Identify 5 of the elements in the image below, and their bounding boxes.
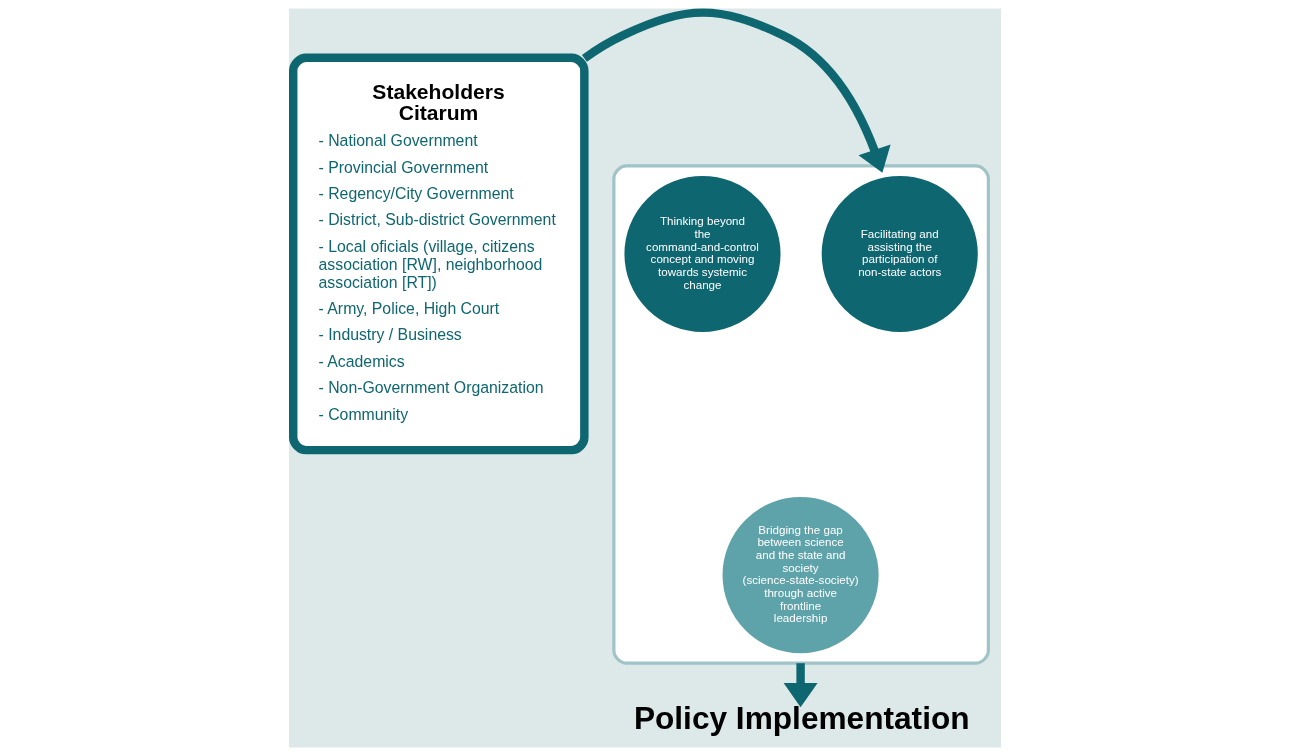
- node-box: Stakeholders Citarum - National Government - Provincial Government - Regency/City Government - District, Sub-district Government - Local oficials (village, citizens association [RW], neighborhood association [RT]) - Army, Police, High Court - Industry / Business - Academics - Non-Government Organization - Community: [289, 53, 589, 455]
- node-text: Policy Implementation: [633, 699, 970, 736]
- arrow: [783, 663, 818, 708]
- arrow: [581, 8, 891, 173]
- cluster: [612, 164, 990, 665]
